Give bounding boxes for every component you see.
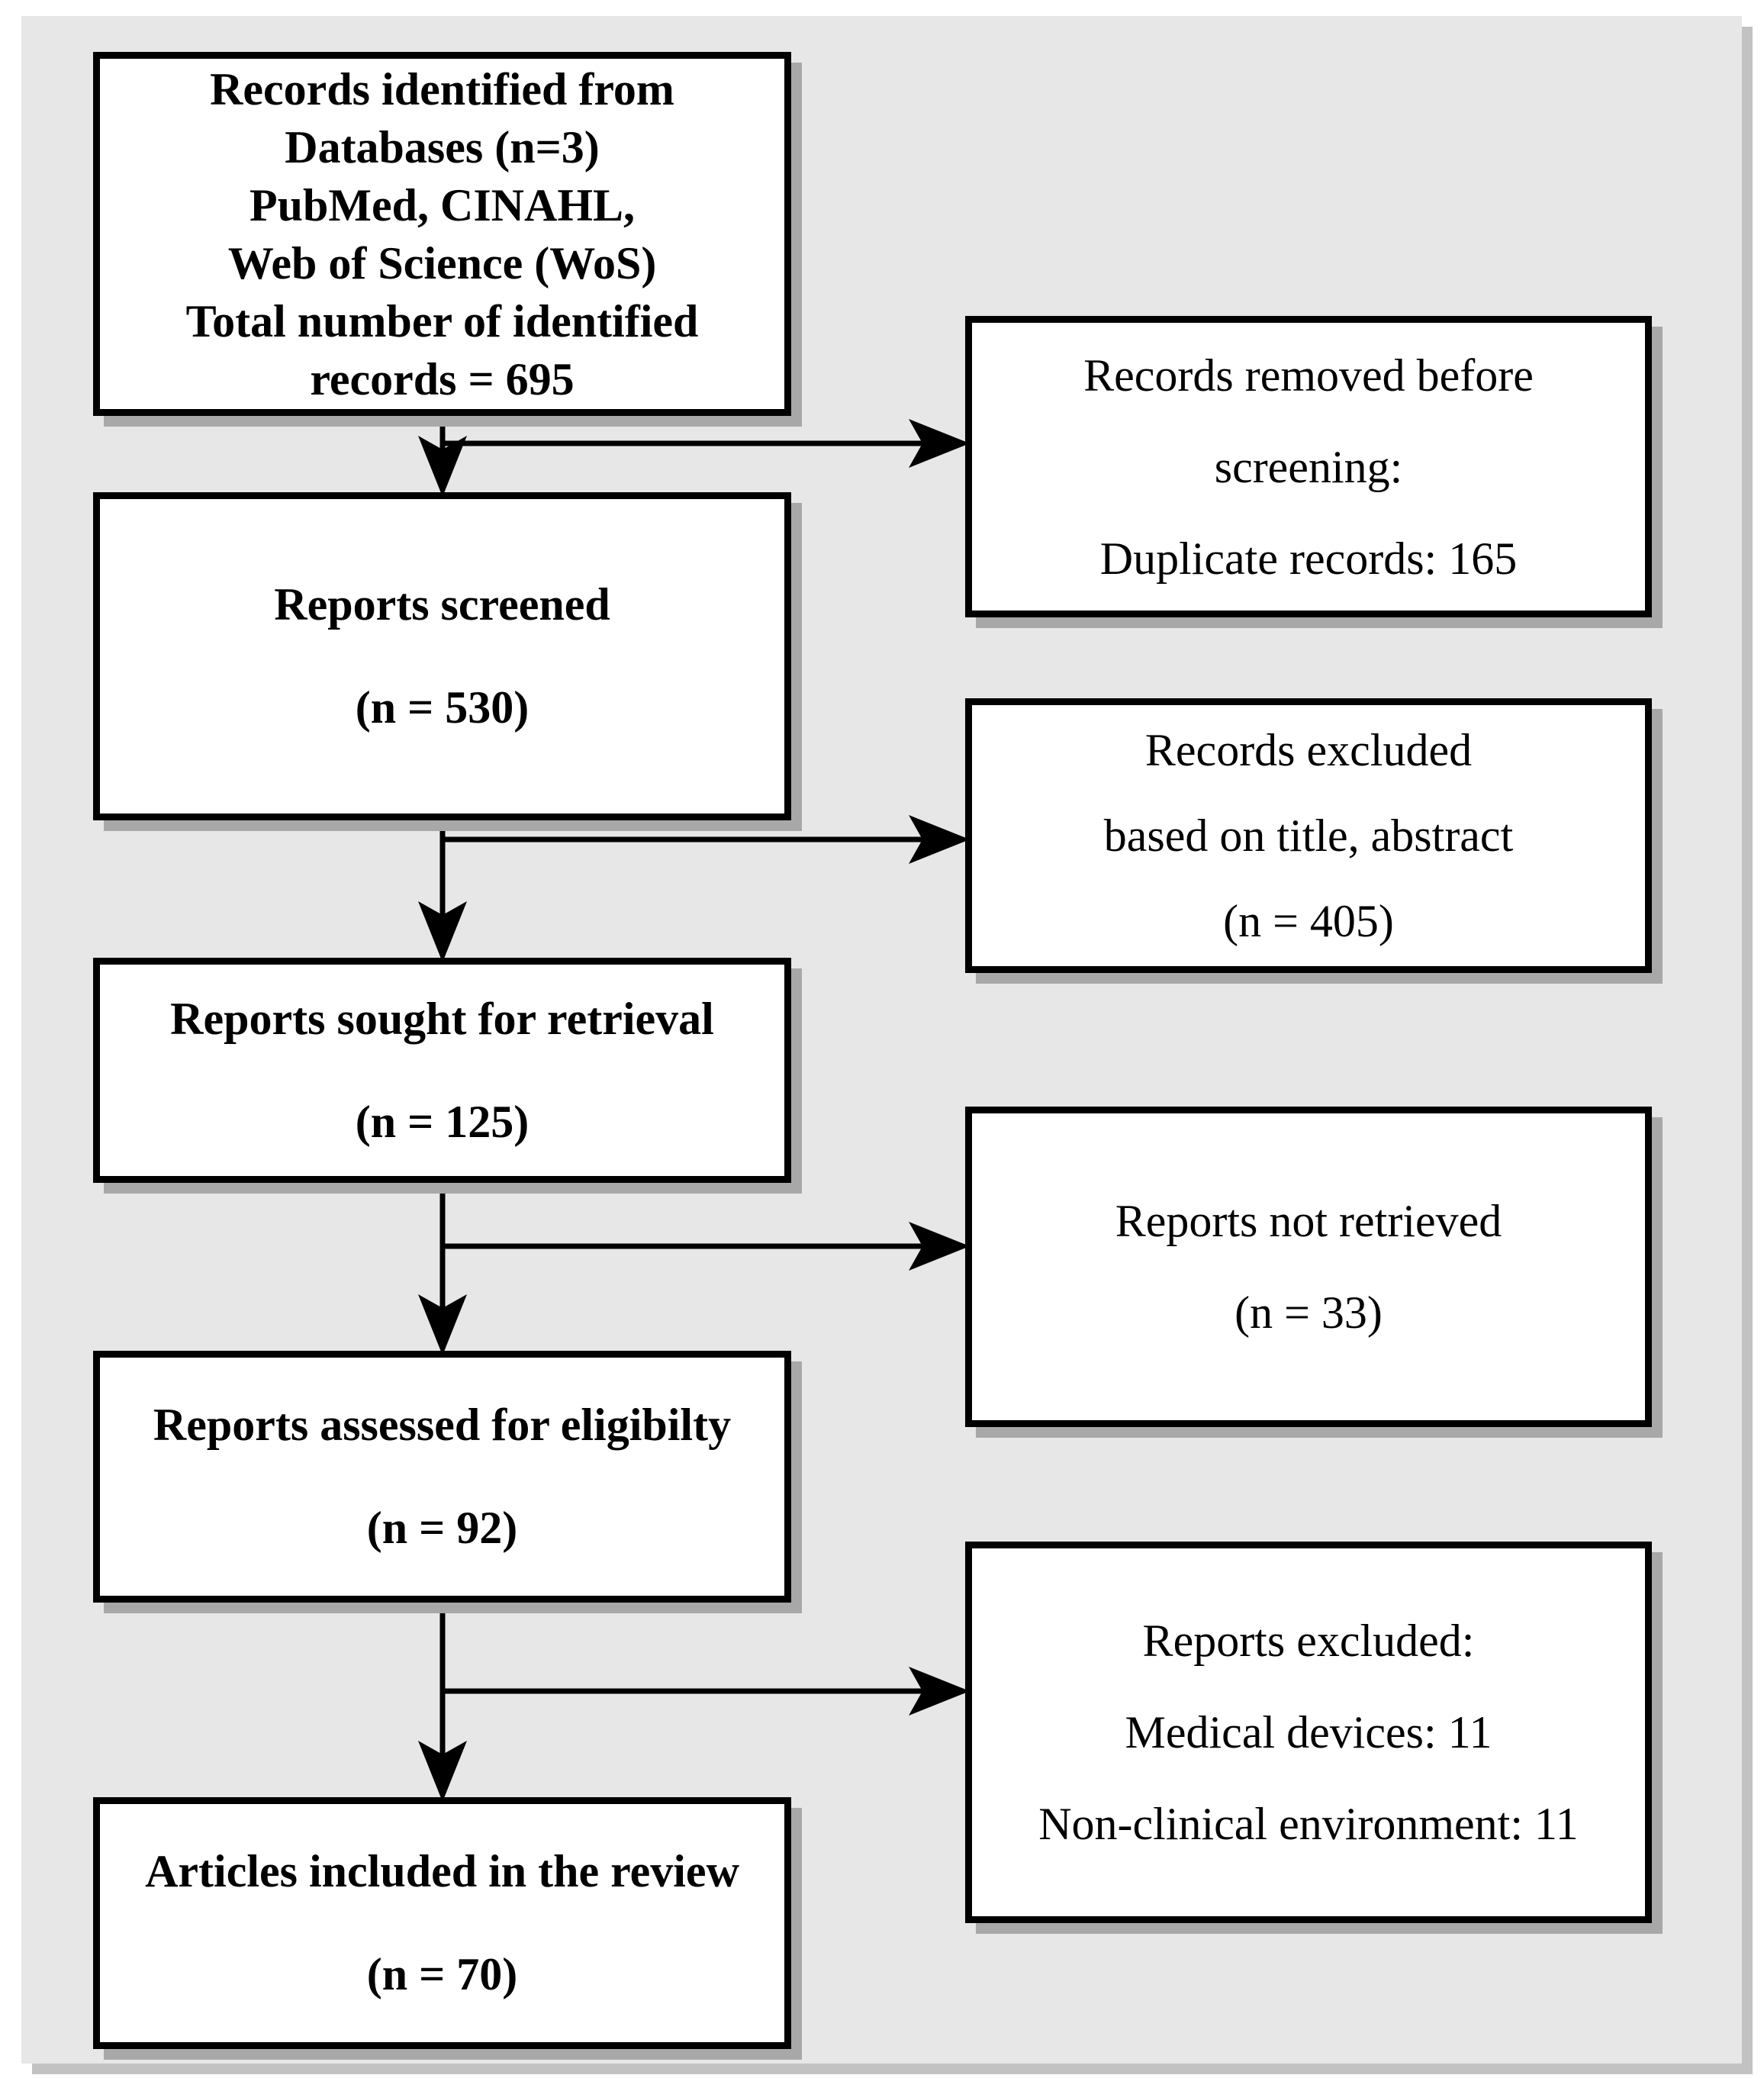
- box-text: Reports not retrieved (n = 33): [972, 1175, 1645, 1358]
- box-text-line: Databases (n=3): [285, 121, 600, 172]
- box-text-line: (n = 405): [1223, 896, 1394, 946]
- box-records-identified: Records identified from Databases (n=3) …: [93, 52, 791, 416]
- box-reports-screened: Reports screened (n = 530): [93, 492, 791, 820]
- box-text-line: Records excluded: [1144, 725, 1473, 775]
- box-text: Articles included in the review (n = 70): [100, 1820, 784, 2026]
- box-text-line: Web of Science (WoS): [227, 237, 657, 288]
- box-reports-sought: Reports sought for retrieval (n = 125): [93, 958, 791, 1183]
- box-text: Reports assessed for eligibilty (n = 92): [100, 1374, 784, 1580]
- box-text-line: Reports not retrieved: [1115, 1196, 1502, 1246]
- box-text-line: (n = 33): [1234, 1287, 1383, 1338]
- box-reports-not-retrieved: Reports not retrieved (n = 33): [965, 1107, 1652, 1427]
- box-text-line: (n = 70): [366, 1949, 518, 1999]
- box-text-line: (n = 92): [366, 1503, 518, 1553]
- box-reports-assessed: Reports assessed for eligibilty (n = 92): [93, 1351, 791, 1603]
- box-records-removed: Records removed before screening: Duplic…: [965, 316, 1652, 617]
- box-text-line: Reports screened: [274, 579, 610, 630]
- box-text: Reports screened (n = 530): [100, 553, 784, 759]
- box-text-line: Total number of identified: [185, 295, 699, 346]
- box-text: Records removed before screening: Duplic…: [972, 330, 1645, 604]
- box-articles-included: Articles included in the review (n = 70): [93, 1797, 791, 2049]
- box-text-line: PubMed, CINAHL,: [249, 179, 636, 230]
- box-text-line: Medical devices: 11: [1125, 1707, 1492, 1758]
- box-text-line: Reports assessed for eligibilty: [153, 1400, 732, 1450]
- box-text: Reports sought for retrieval (n = 125): [100, 968, 784, 1174]
- box-text-line: Non-clinical environment: 11: [1038, 1799, 1579, 1849]
- box-text-line: Duplicate records: 165: [1099, 533, 1518, 584]
- box-text-line: Records removed before: [1083, 350, 1534, 401]
- box-text-line: records = 695: [310, 353, 575, 404]
- box-text-line: screening:: [1214, 441, 1403, 492]
- box-text: Reports excluded: Medical devices: 11 No…: [972, 1595, 1645, 1870]
- box-text-line: (n = 125): [355, 1096, 530, 1147]
- box-text-line: Reports sought for retrieval: [170, 993, 714, 1044]
- box-text-line: (n = 530): [355, 682, 530, 733]
- box-text-line: Reports excluded:: [1142, 1616, 1475, 1666]
- box-text: Records excluded based on title, abstrac…: [972, 707, 1645, 964]
- box-reports-excluded: Reports excluded: Medical devices: 11 No…: [965, 1542, 1652, 1923]
- box-text: Records identified from Databases (n=3) …: [100, 60, 784, 408]
- box-records-excluded: Records excluded based on title, abstrac…: [965, 698, 1652, 973]
- box-text-line: based on title, abstract: [1103, 810, 1514, 861]
- box-text-line: Articles included in the review: [145, 1846, 739, 1896]
- box-text-line: Records identified from: [210, 63, 674, 114]
